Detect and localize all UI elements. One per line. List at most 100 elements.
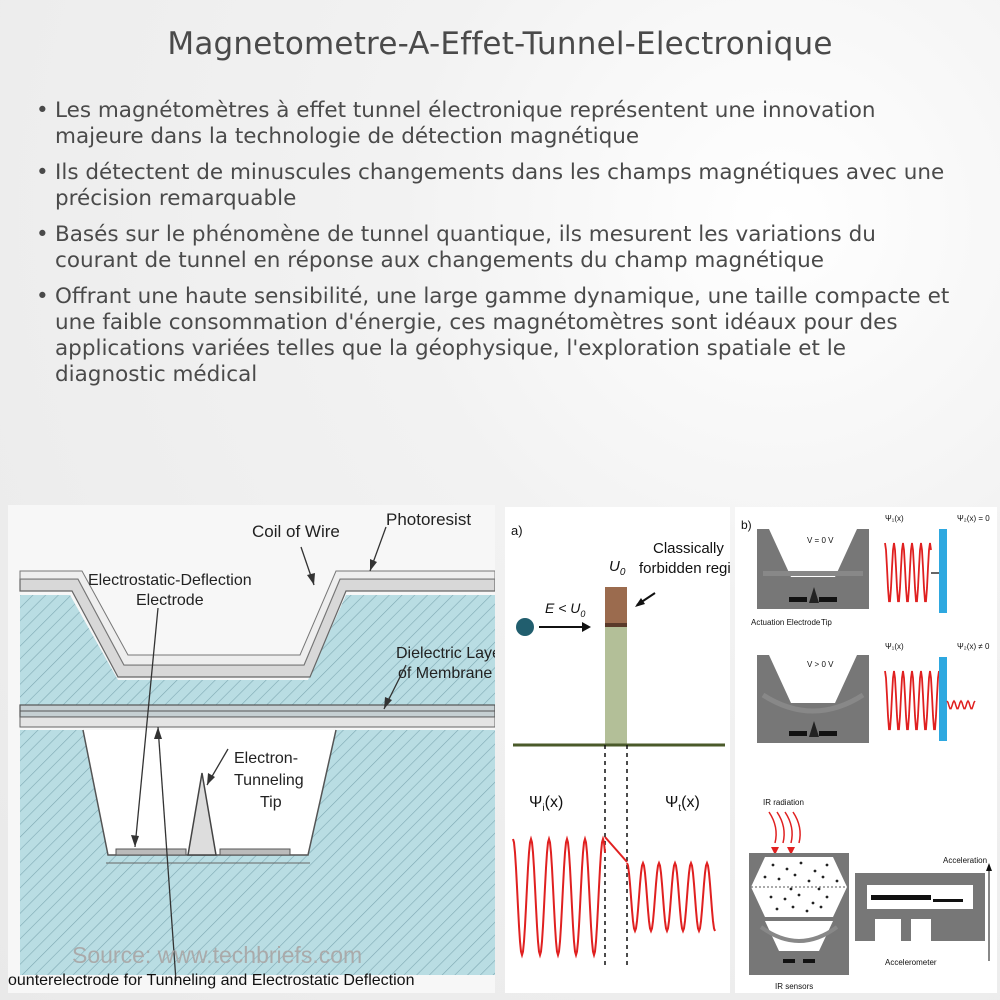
gas-molecule-dot <box>805 909 809 913</box>
label-psi-i: Ψi(x) <box>529 794 563 814</box>
bullet-dot: • <box>36 222 49 247</box>
label-counterelectrode: ounterelectrode for Tunneling and Electr… <box>8 972 414 989</box>
label-photoresist: Photoresist <box>386 510 471 529</box>
gas-molecule-dot <box>775 907 779 911</box>
dielectric-layer <box>19 716 495 728</box>
bullet-item: •Offrant une haute sensibilité, une larg… <box>30 284 960 388</box>
decay-wave <box>604 836 628 863</box>
label-psi1-bottom: Ψ₁(x) <box>885 642 904 651</box>
gas-molecule-dot <box>763 875 767 879</box>
gas-molecule-dot <box>771 863 775 867</box>
wave-top <box>884 542 932 603</box>
gas-molecule-dot <box>813 869 817 873</box>
bullet-item: •Les magnétomètres à effet tunnel électr… <box>30 98 960 150</box>
bullet-text: Ils détectent de minuscules changements … <box>55 160 945 211</box>
label-coil: Coil of Wire <box>252 522 340 541</box>
gas-molecule-dot <box>793 873 797 877</box>
photoresist-layer <box>19 570 495 666</box>
label-u0: U0 <box>609 558 626 578</box>
bullet-list: •Les magnétomètres à effet tunnel électr… <box>30 98 960 398</box>
wave-leak <box>946 699 976 710</box>
barrier-top-blue <box>939 529 947 613</box>
bullet-text: Les magnétomètres à effet tunnel électro… <box>55 98 876 149</box>
incident-wave <box>512 835 606 959</box>
barrier-body <box>605 627 627 745</box>
label-psi-t-arg: (x) <box>681 794 700 811</box>
bullet-item: •Ils détectent de minuscules changements… <box>30 160 960 212</box>
panel-label-a: a) <box>511 523 523 538</box>
label-psi1-top: Ψ₁(x) <box>885 514 904 523</box>
gas-molecule-dot <box>835 879 839 883</box>
device-diagram: b) V = 0 V Actuation Electrode Tip V > 0… <box>741 514 992 991</box>
label-electrostatic-1: Electrostatic-Deflection <box>88 572 252 589</box>
particle <box>516 618 534 636</box>
bullet-item: •Basés sur le phénomène de tunnel quanti… <box>30 222 960 274</box>
label-psi2-nonzero: Ψ₂(x) ≠ 0 <box>957 642 990 651</box>
gas-molecule-dot <box>777 877 781 881</box>
label-psi-t: Ψt(x) <box>665 794 700 814</box>
gas-molecule-dot <box>783 897 787 901</box>
figure-device-panels: b) V = 0 V Actuation Electrode Tip V > 0… <box>735 507 997 993</box>
gas-molecules <box>763 861 839 913</box>
label-u0-sub: 0 <box>620 567 626 578</box>
gas-molecule-dot <box>811 901 815 905</box>
tunneling-tip <box>187 772 217 856</box>
gas-molecule-dot <box>821 875 825 879</box>
barrier-bottom-blue <box>939 657 947 741</box>
gas-molecule-dot <box>797 893 801 897</box>
figure-quantum-barrier: a) U0 Classically forbidden region E < U… <box>505 507 730 993</box>
label-acceleration: Acceleration <box>943 856 987 865</box>
cross-section-diagram: Coil of Wire Photoresist Electrostatic-D… <box>8 510 495 989</box>
label-v0: V = 0 V <box>807 536 834 545</box>
gas-molecule-dot <box>817 887 821 891</box>
ir-rays <box>768 811 801 844</box>
label-tip-3: Tip <box>260 794 282 811</box>
bullet-text: Basés sur le phénomène de tunnel quantiq… <box>55 222 876 273</box>
label-energy: E < U0 <box>545 600 585 619</box>
gas-molecule-dot <box>789 887 793 891</box>
label-psi-i-main: Ψ <box>529 794 542 811</box>
label-tip-1: Electron- <box>234 750 298 767</box>
label-energy-sub: 0 <box>580 609 585 619</box>
label-dielectric-2: of Membrane <box>398 665 492 682</box>
lower-substrate <box>20 730 495 975</box>
barrier-diagram: a) U0 Classically forbidden region E < U… <box>511 523 730 967</box>
label-psi-i-sub: i <box>542 803 544 814</box>
bullet-dot: • <box>36 160 49 185</box>
source-credit: Source: www.techbriefs.com <box>72 942 362 968</box>
bullet-text: Offrant une haute sensibilité, une large… <box>55 284 950 387</box>
label-tip: Tip <box>821 618 832 627</box>
transmitted-wave <box>626 860 716 934</box>
label-tip-2: Tunneling <box>234 772 304 789</box>
label-dielectric-1: Dielectric Layer <box>396 645 495 662</box>
cavity <box>83 730 336 855</box>
label-psi-t-sub: t <box>678 803 681 814</box>
gas-molecule-dot <box>769 895 773 899</box>
gas-molecule-dot <box>819 905 823 909</box>
page-title: Magnetometre-A-Effet-Tunnel-Electronique <box>167 26 833 62</box>
bullet-dot: • <box>36 284 49 309</box>
deflection-electrode-right <box>219 848 291 856</box>
upper-substrate <box>20 595 495 710</box>
label-accelerometer: Accelerometer <box>885 958 937 967</box>
label-actuation: Actuation Electrode <box>751 618 821 627</box>
label-energy-main: E < U <box>545 600 581 616</box>
figure-mems-cross-section: Coil of Wire Photoresist Electrostatic-D… <box>8 505 495 993</box>
panel-label-b: b) <box>741 518 752 532</box>
wave-bottom <box>884 670 940 731</box>
gas-molecule-dot <box>799 861 803 865</box>
label-psi2-zero: Ψ₂(x) = 0 <box>957 514 990 523</box>
label-classic-2: forbidden region <box>639 560 730 577</box>
gas-molecule-dot <box>825 895 829 899</box>
gas-molecule-dot <box>785 867 789 871</box>
label-electrostatic-2: Electrode <box>136 592 204 609</box>
deflection-electrode-left <box>115 848 187 856</box>
gas-molecule-dot <box>807 879 811 883</box>
label-vpos: V > 0 V <box>807 660 834 669</box>
label-psi-t-main: Ψ <box>665 794 678 811</box>
barrier-top <box>605 587 627 623</box>
label-ir-sensors: IR sensors <box>775 982 813 991</box>
label-ir: IR radiation <box>763 798 804 807</box>
label-u0-main: U <box>609 558 620 575</box>
label-classic-1: Classically <box>653 540 724 557</box>
